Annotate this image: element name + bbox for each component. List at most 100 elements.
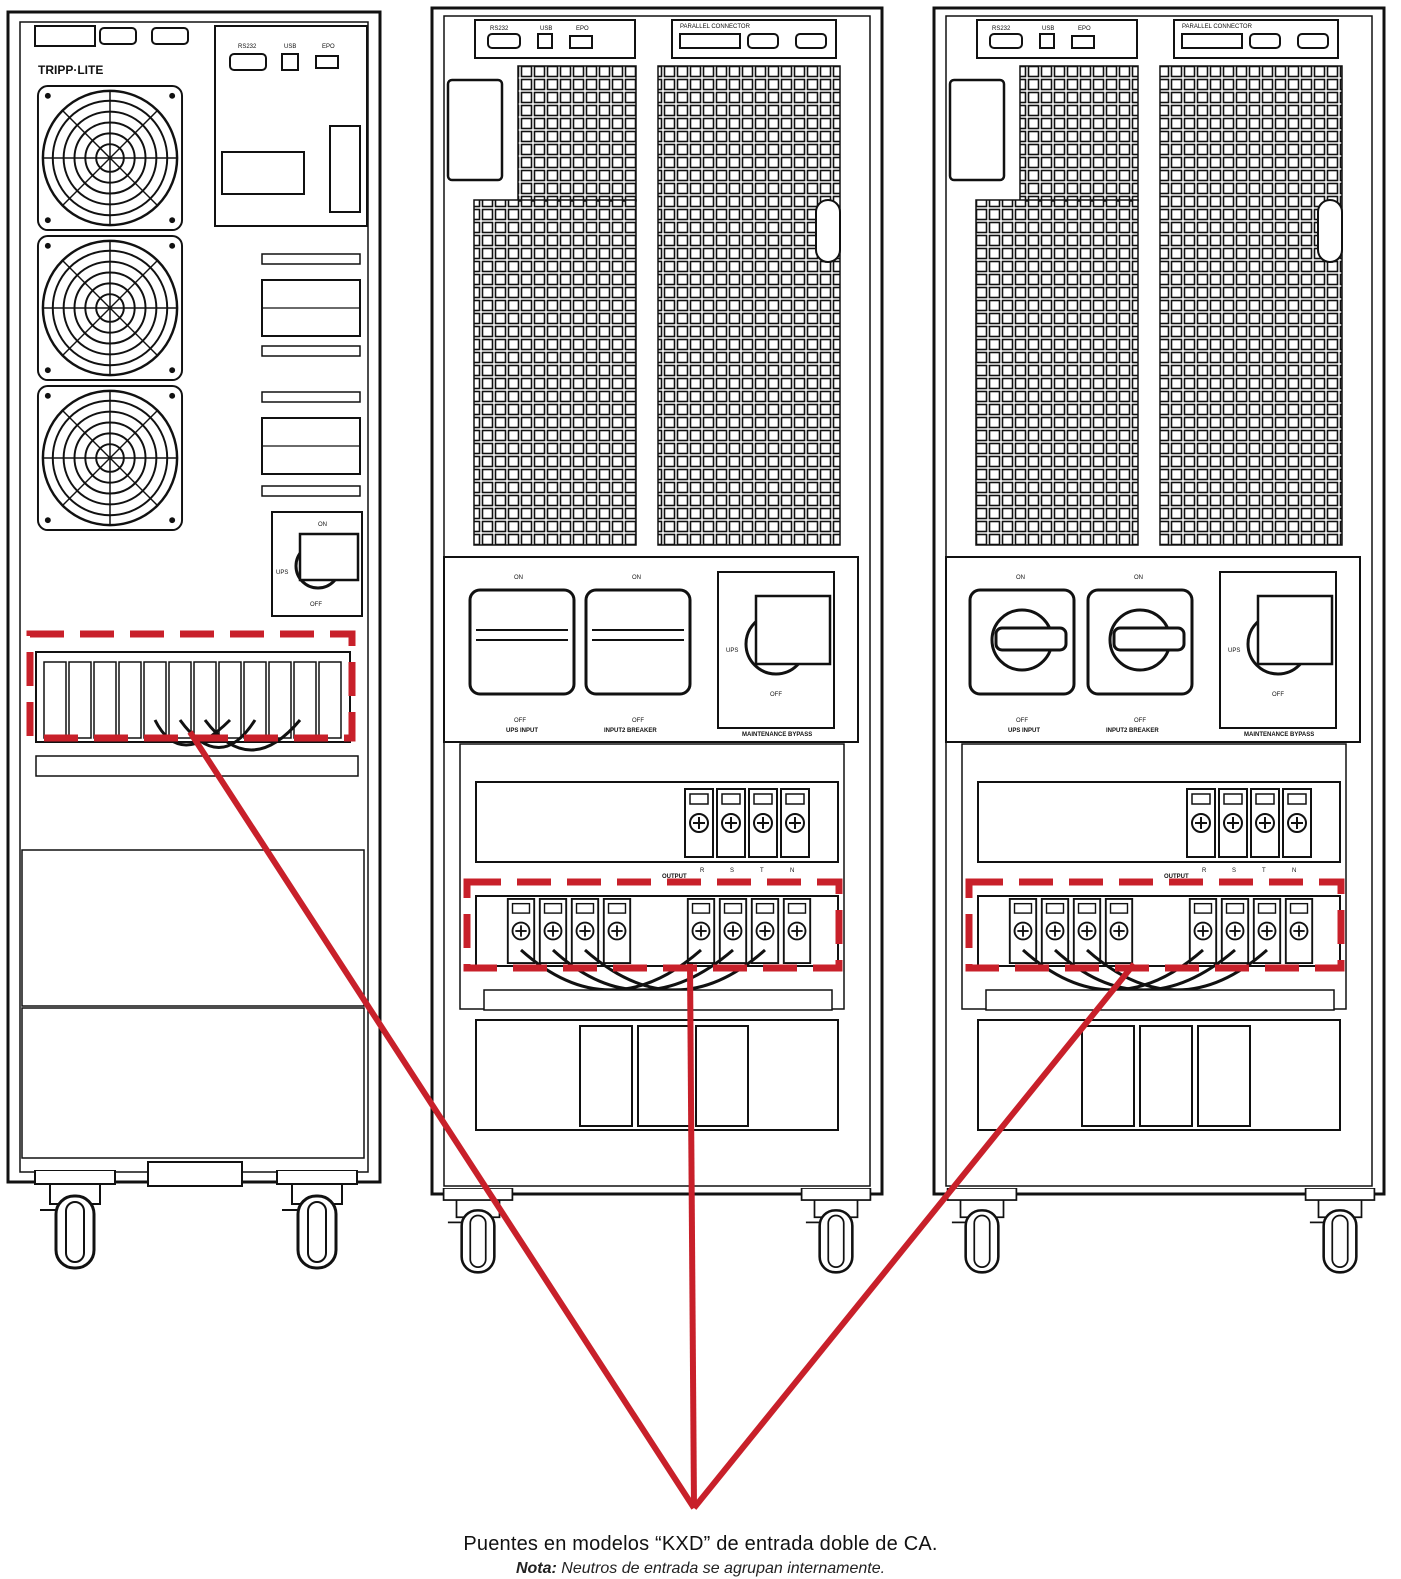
maintenance-bypass-label: MAINTENANCE BYPASS	[1244, 732, 1314, 738]
terminal-lug-icon	[1104, 898, 1134, 964]
port-label: USB	[540, 26, 552, 32]
breaker-on-label: ON	[632, 575, 641, 581]
ups-input-label: UPS INPUT	[506, 728, 538, 734]
parallel-label: PARALLEL CONNECTOR	[680, 24, 751, 30]
terminal-lug-icon	[780, 788, 810, 858]
fuse-holder	[1081, 1025, 1135, 1127]
db9-port	[795, 33, 827, 49]
slot-cover	[329, 125, 361, 213]
leader-line	[687, 963, 697, 1509]
fan-icon	[36, 84, 184, 232]
jumper-highlight-box	[463, 878, 843, 972]
switch-off-label: OFF	[310, 602, 322, 608]
terminal-letter: N	[790, 868, 794, 874]
breaker-on-label: ON	[1016, 575, 1025, 581]
vent-grille	[657, 65, 841, 546]
note-label: Nota:	[515, 1560, 557, 1577]
terminal-letter: S	[1232, 868, 1236, 874]
terminal-lug-icon	[1188, 898, 1218, 964]
terminal-lug-icon	[1072, 898, 1102, 964]
terminal-row	[43, 661, 342, 739]
terminal-lug-icon	[538, 898, 568, 964]
vent-grille	[975, 199, 1139, 546]
rs232-port	[487, 33, 521, 49]
jumper-wire	[178, 719, 257, 749]
breaker-on-label: ON	[514, 575, 523, 581]
ups-wiring-diagram: TRIPP·LITE RS232 USB EPO ON UPS OFF	[6, 6, 1386, 1510]
port-label: RS232	[238, 44, 257, 50]
rs232-port	[229, 53, 267, 71]
breaker-off-label: OFF	[1134, 718, 1146, 724]
caption-note: Nota: Neutros de entrada se agrupan inte…	[0, 1560, 1401, 1578]
terminal-lug-icon	[602, 898, 632, 964]
terminal-lug-icon	[1284, 898, 1314, 964]
terminal-lug-icon	[782, 898, 812, 964]
input2-label: INPUT2 BREAKER	[604, 728, 657, 734]
breaker-off-label: OFF	[514, 718, 526, 724]
access-cover	[21, 1007, 365, 1159]
usb-port	[281, 53, 299, 71]
terminal-lug-icon	[1220, 898, 1250, 964]
handle-cutout	[446, 78, 504, 182]
caster-wheel-icon	[33, 1170, 117, 1270]
port-label: RS232	[992, 26, 1011, 32]
vent-grille	[473, 199, 637, 546]
terminal-letter: N	[1292, 868, 1296, 874]
epo-port	[1071, 35, 1095, 49]
epo-port	[569, 35, 593, 49]
db9-port	[151, 27, 189, 45]
caster-wheel-icon	[800, 1188, 872, 1274]
breaker-on-label: ON	[1134, 575, 1143, 581]
slot-cover	[221, 151, 305, 195]
label-plate	[34, 25, 96, 47]
caption-main: Puentes en modelos “KXD” de entrada dobl…	[463, 1533, 938, 1555]
parallel-label: PARALLEL CONNECTOR	[1182, 24, 1253, 30]
switch-ups-label: UPS	[276, 570, 288, 576]
port-label: USB	[1042, 26, 1054, 32]
terminal-lug-icon	[506, 898, 536, 964]
terminal-letter: S	[730, 868, 734, 874]
input2-label: INPUT2 BREAKER	[1106, 728, 1159, 734]
left-ups-cabinet: TRIPP·LITE RS232 USB EPO ON UPS OFF	[6, 10, 382, 1270]
leader-line	[187, 730, 697, 1510]
port-label: EPO	[576, 26, 589, 32]
jumper-wire	[153, 718, 232, 747]
port-label: EPO	[1078, 26, 1091, 32]
output-label: OUTPUT	[1164, 874, 1189, 880]
terminal-lug-icon	[686, 898, 716, 964]
vent-grille	[517, 65, 637, 202]
terminal-lug-icon	[1040, 898, 1070, 964]
fuse-holder	[637, 1025, 691, 1127]
caster-wheel-icon	[442, 1188, 514, 1274]
parallel-port	[1181, 33, 1243, 49]
fuse-holder	[1197, 1025, 1251, 1127]
fuse-holder	[695, 1025, 749, 1127]
jumper-highlight-box	[26, 630, 356, 742]
breaker-off-label: OFF	[632, 718, 644, 724]
vent-grille	[1159, 65, 1343, 546]
access-cover	[21, 849, 365, 1007]
parallel-port	[679, 33, 741, 49]
usb-port	[1039, 33, 1055, 49]
ups-input-label: UPS INPUT	[1008, 728, 1040, 734]
input2-breaker	[584, 588, 692, 696]
terminal-lug-icon	[1218, 788, 1248, 858]
terminal-lug-icon	[1186, 788, 1216, 858]
switch-on-label: ON	[318, 522, 327, 528]
terminal-lug-icon	[718, 898, 748, 964]
center-ups-cabinet: RS232 USB EPO PARALLEL CONNECTOR ON ON O…	[430, 6, 884, 1274]
maintenance-bypass-label: MAINTENANCE BYPASS	[742, 732, 812, 738]
caster-wheel-icon	[275, 1170, 359, 1270]
callout-leader-lines	[187, 730, 1137, 1510]
terminal-lug-icon	[570, 898, 600, 964]
bypass-off-label: OFF	[1272, 692, 1284, 698]
db9-port	[747, 33, 779, 49]
terminal-lug-icon	[1252, 898, 1282, 964]
port-label: RS232	[490, 26, 509, 32]
bypass-ups-label: UPS	[1228, 648, 1240, 654]
fuse-holder	[579, 1025, 633, 1127]
note-text: Neutros de entrada se agrupan internamen…	[556, 1560, 886, 1577]
terminal-letter: R	[1202, 868, 1207, 874]
db9-port	[1297, 33, 1329, 49]
breaker-off-label: OFF	[1016, 718, 1028, 724]
